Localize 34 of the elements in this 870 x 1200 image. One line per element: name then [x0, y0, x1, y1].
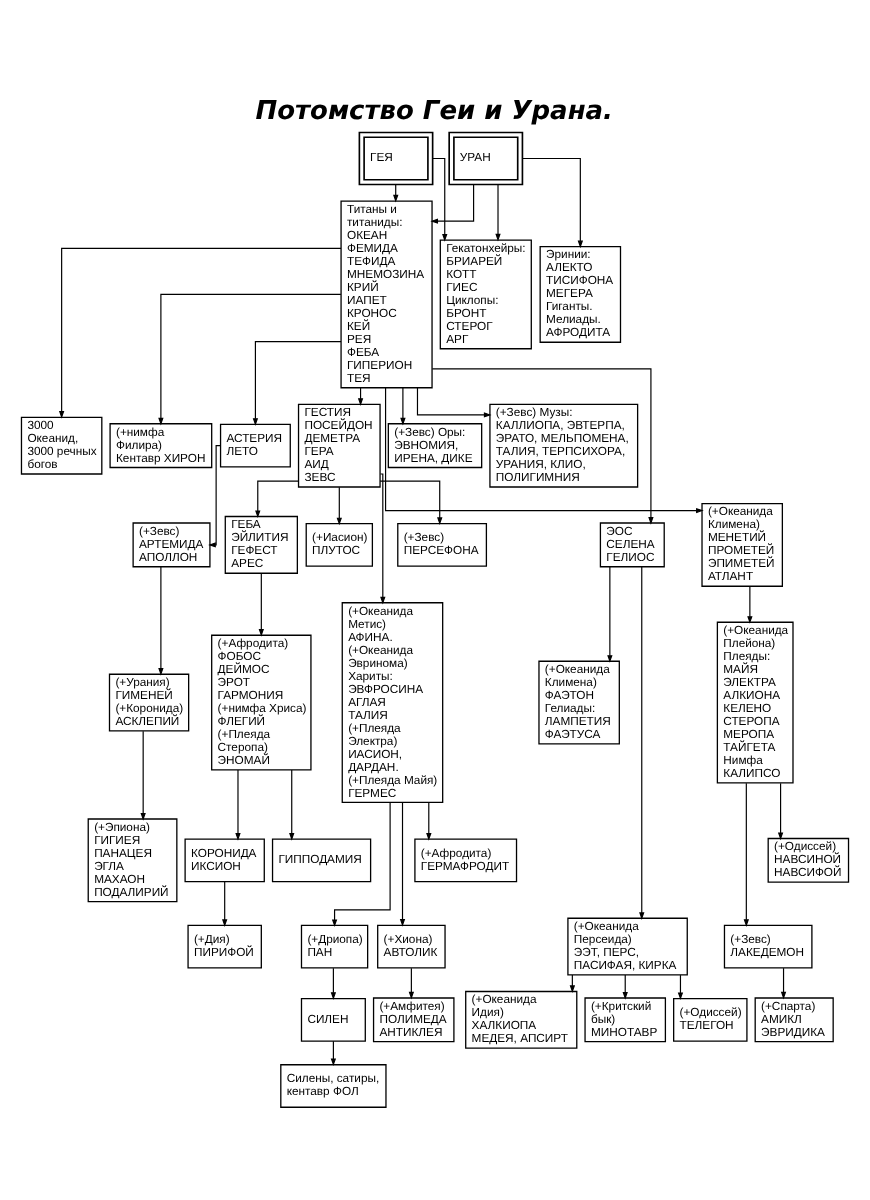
arrow: [607, 565, 613, 662]
arrow: [258, 571, 265, 636]
arrow: [289, 768, 295, 840]
arrow: [432, 156, 448, 241]
arrow: [743, 781, 750, 926]
arrow: [385, 386, 704, 513]
arrow: [430, 183, 475, 223]
arrow: [400, 386, 406, 425]
arrow: [379, 472, 386, 604]
arrow: [522, 156, 584, 248]
arrow: [416, 386, 492, 417]
arrow: [255, 479, 299, 518]
arrow: [58, 246, 342, 418]
arrow: [747, 584, 753, 623]
arrow: [158, 292, 342, 425]
arrow: [639, 565, 645, 919]
arrow: [330, 966, 337, 999]
arrow: [208, 444, 221, 547]
arrow: [399, 800, 406, 926]
arrow: [431, 367, 654, 524]
arrow: [379, 479, 443, 525]
arrow: [235, 768, 241, 840]
arrow: [222, 880, 228, 926]
arrow: [140, 729, 146, 820]
diagram-title: Потомство Геи и Урана.: [255, 96, 613, 127]
arrow: [331, 801, 391, 927]
arrow: [408, 966, 415, 999]
arrow: [426, 800, 432, 840]
arrow: [495, 183, 501, 241]
arrow: [158, 565, 164, 675]
arrow: [336, 485, 342, 525]
arrow: [780, 966, 787, 999]
arrow: [777, 781, 784, 840]
arrow: [252, 340, 342, 425]
